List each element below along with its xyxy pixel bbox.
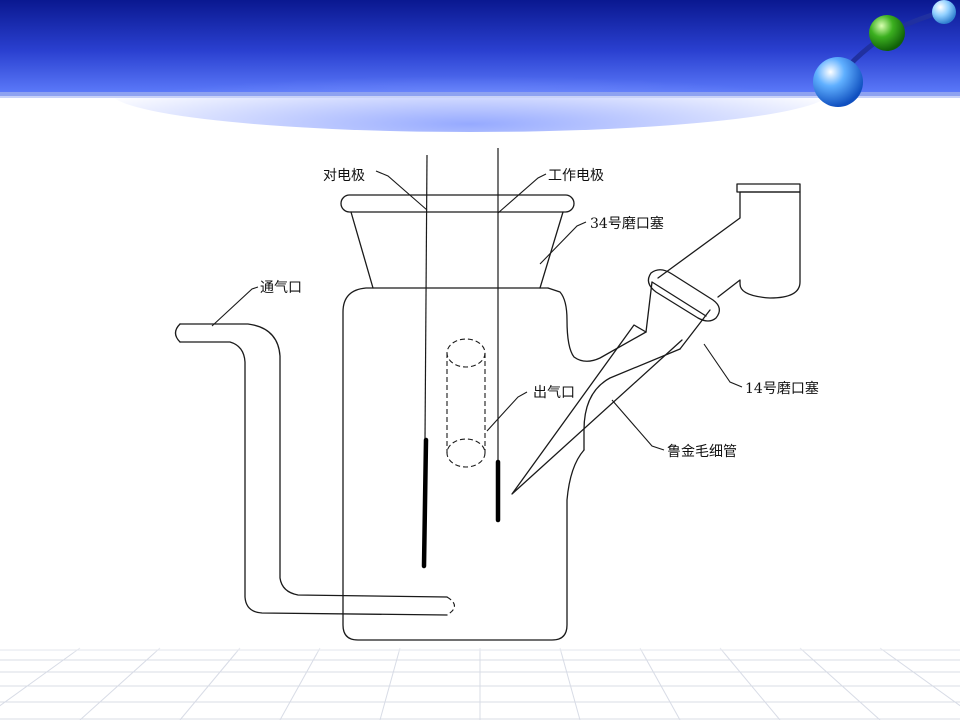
- label-luggin-capillary: 鲁金毛细管: [667, 444, 737, 460]
- label-counter-electrode: 对电极: [323, 168, 365, 184]
- leader-lines: [211, 170, 743, 451]
- label-stopper-14: 14号磨口塞: [745, 380, 819, 397]
- floor-grid: [0, 647, 960, 720]
- side-arm-assembly: [511, 183, 801, 495]
- ground-stopper-34: [340, 194, 575, 289]
- label-working-electrode: 工作电极: [548, 168, 604, 184]
- counter-electrode-plate: [421, 437, 429, 569]
- label-gas-outlet: 出气口: [533, 385, 575, 401]
- gas-inlet-tube: [174, 323, 456, 616]
- label-stopper-34: 34号磨口塞: [590, 215, 664, 232]
- molecule-logo-icon: [813, 0, 956, 107]
- header-banner: [0, 0, 960, 132]
- gas-outlet-tube: [446, 338, 486, 468]
- electrode-wires: [424, 148, 499, 462]
- cell-body: [342, 287, 681, 641]
- label-gas-inlet: 通气口: [260, 280, 302, 296]
